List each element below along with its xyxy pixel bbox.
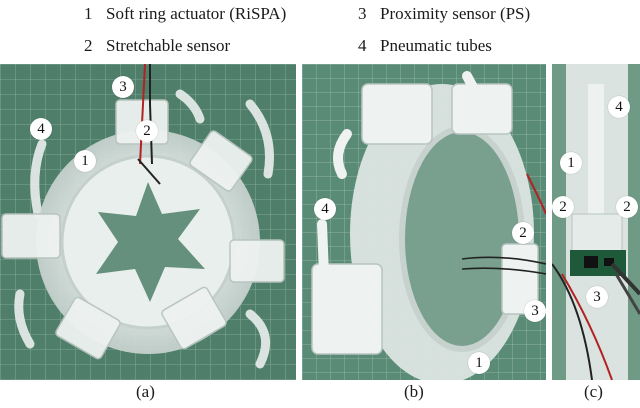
- photo-panel-a: 3 4 2 1: [0, 64, 296, 380]
- photo-panel-c: 4 1 2 2 3: [552, 64, 640, 380]
- legend-item-pneumatic-tubes: 4 Pneumatic tubes: [358, 36, 492, 56]
- legend-item-ring-actuator: 1 Soft ring actuator (RiSPA): [84, 4, 286, 24]
- legend-label: Stretchable sensor: [106, 36, 231, 55]
- marker-proximity-sensor: 3: [586, 286, 608, 308]
- marker-proximity-sensor: 3: [524, 300, 546, 322]
- legend-number: 2: [84, 36, 93, 55]
- ring-actuator-top-view-photo: [0, 64, 296, 380]
- legend-label: Soft ring actuator (RiSPA): [106, 4, 287, 23]
- caption-a: (a): [136, 382, 155, 401]
- legend-item-stretchable-sensor: 2 Stretchable sensor: [84, 36, 230, 56]
- legend-number: 3: [358, 4, 367, 23]
- legend-number: 1: [84, 4, 93, 23]
- marker-stretchable-sensor: 2: [136, 120, 158, 142]
- legend: 1 Soft ring actuator (RiSPA) 2 Stretchable…: [0, 0, 640, 64]
- marker-stretchable-sensor: 2: [512, 222, 534, 244]
- legend-label: Pneumatic tubes: [380, 36, 492, 55]
- marker-ring-actuator: 1: [468, 352, 490, 374]
- marker-pneumatic-tubes: 4: [608, 96, 630, 118]
- marker-ring-actuator: 1: [74, 150, 96, 172]
- caption-b: (b): [404, 382, 424, 401]
- photo-panel-b: 4 2 3 1: [302, 64, 546, 380]
- marker-proximity-sensor: 3: [112, 76, 134, 98]
- legend-number: 4: [358, 36, 367, 55]
- marker-stretchable-sensor: 2: [552, 196, 574, 218]
- caption-c: (c): [584, 382, 603, 401]
- marker-stretchable-sensor: 2: [616, 196, 638, 218]
- legend-item-proximity-sensor: 3 Proximity sensor (PS): [358, 4, 530, 24]
- legend-label: Proximity sensor (PS): [380, 4, 531, 23]
- marker-ring-actuator: 1: [560, 152, 582, 174]
- marker-pneumatic-tubes: 4: [314, 198, 336, 220]
- ring-actuator-angled-view-photo: [302, 64, 546, 380]
- marker-pneumatic-tubes: 4: [30, 118, 52, 140]
